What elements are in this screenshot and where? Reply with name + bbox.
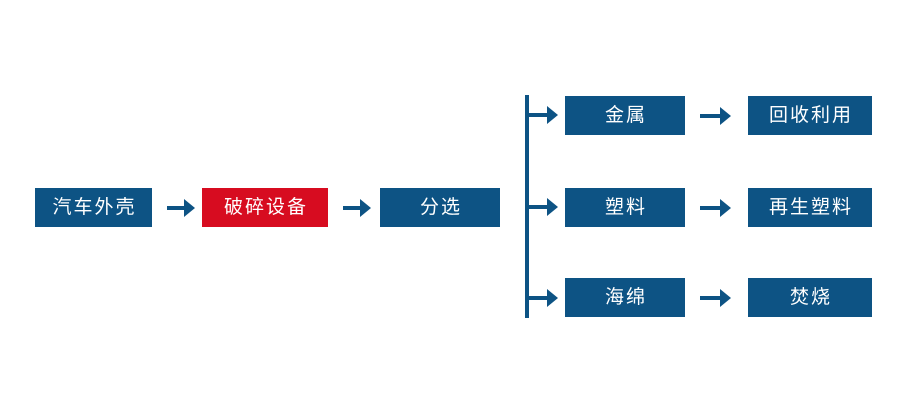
- node-sponge[interactable]: 海绵: [565, 278, 685, 317]
- arrow-head: [547, 289, 558, 307]
- arrow-head: [547, 198, 558, 216]
- arrow-head: [720, 199, 731, 217]
- node-incineration[interactable]: 焚烧: [748, 278, 872, 317]
- arrow-bus-to-plastic: [527, 194, 559, 220]
- arrow-shaft: [527, 113, 549, 117]
- arrow-head: [720, 107, 731, 125]
- node-shell[interactable]: 汽车外壳: [35, 188, 152, 227]
- node-metal[interactable]: 金属: [565, 96, 685, 135]
- arrow-sponge-to-incineration: [700, 285, 732, 311]
- arrow-head: [720, 289, 731, 307]
- arrow-shaft: [167, 206, 186, 210]
- node-regenerated-plastic[interactable]: 再生塑料: [748, 188, 872, 227]
- node-shredder[interactable]: 破碎设备: [202, 188, 328, 227]
- arrow-head: [184, 199, 195, 217]
- arrow-head: [360, 199, 371, 217]
- arrow-plastic-to-regenerated: [700, 195, 732, 221]
- arrow-bus-to-metal: [527, 102, 559, 128]
- node-sorting[interactable]: 分选: [380, 188, 500, 227]
- arrow-shaft: [700, 296, 722, 300]
- arrow-bus-to-sponge: [527, 285, 559, 311]
- arrow-shredder-to-sorting: [343, 195, 371, 221]
- node-plastic[interactable]: 塑料: [565, 188, 685, 227]
- arrow-shaft: [700, 114, 722, 118]
- arrow-shaft: [343, 206, 362, 210]
- arrow-metal-to-recycle: [700, 103, 732, 129]
- arrow-head: [547, 106, 558, 124]
- arrow-shell-to-shredder: [167, 195, 195, 221]
- arrow-shaft: [527, 205, 549, 209]
- arrow-shaft: [700, 206, 722, 210]
- node-recycle-reuse[interactable]: 回收利用: [748, 96, 872, 135]
- arrow-shaft: [527, 296, 549, 300]
